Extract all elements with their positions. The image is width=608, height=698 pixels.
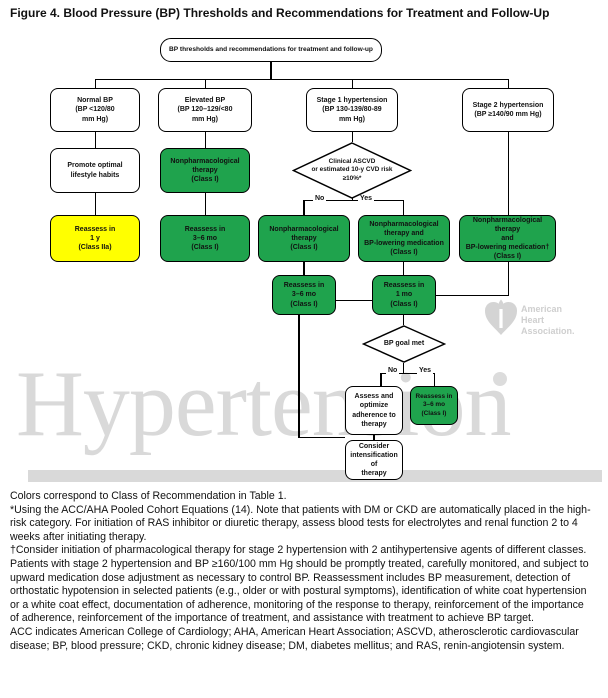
connector-line [94, 193, 96, 215]
connector-line [380, 372, 435, 374]
footnote-asterisk: *Using the ACC/AHA Pooled Cohort Equatio… [10, 503, 591, 543]
connector-line [204, 79, 206, 90]
connector-line [436, 294, 508, 296]
connector-line [94, 79, 96, 90]
connector-line [402, 363, 404, 373]
logo-line2: Heart [521, 315, 545, 325]
node-stage2-hypertension: Stage 2 hypertension (BP ≥140/90 mm Hg) [462, 88, 554, 132]
node-reassess-1mo: Reassess in 1 mo (Class I) [372, 275, 436, 315]
footnote-abbreviations: ACC indicates American College of Cardio… [10, 625, 579, 652]
decision-ascvd-risk: Clinical ASCVD or estimated 10-y CVD ris… [292, 142, 412, 199]
node-reassess-36mo-goalyes: Reassess in 3–6 mo (Class I) [410, 386, 458, 425]
node-nonpharm-plus-medication: Nonpharmacological therapy and BP-loweri… [358, 215, 450, 262]
connector-line [270, 62, 272, 79]
node-promote-lifestyle: Promote optimal lifestyle habits [50, 148, 140, 193]
connector-line [94, 78, 509, 80]
node-elevated-bp: Elevated BP (BP 120–129/<80 mm Hg) [158, 88, 252, 132]
connector-line [507, 132, 509, 215]
aha-logo: American Heart Association. [484, 298, 575, 343]
connector-line [373, 435, 375, 440]
branch-label-no: No [313, 195, 327, 202]
connector-line [204, 132, 206, 148]
aha-logo-text: American Heart Association. [521, 298, 575, 343]
connector-line [94, 132, 96, 148]
logo-line1: American [521, 304, 563, 314]
node-consider-intensification: Consider intensification of therapy [345, 440, 403, 480]
connector-line [402, 315, 404, 325]
connector-line [303, 199, 404, 201]
connector-line [402, 262, 404, 275]
branch-label-yes: Yes [358, 195, 375, 202]
node-nonpharm-plus-medication-stage2: Nonpharmacological therapy and BP-loweri… [459, 215, 556, 262]
node-reassess-36mo-elevated: Reassess in 3–6 mo (Class I) [160, 215, 250, 262]
connector-line [402, 200, 404, 215]
connector-line [507, 79, 509, 90]
logo-line3: Association. [521, 326, 575, 336]
footnote-block: Colors correspond to Class of Recommenda… [10, 490, 594, 653]
connector-line [351, 79, 353, 90]
node-reassess-36mo-nobranch: Reassess in 3–6 mo (Class I) [272, 275, 336, 315]
connector-line [298, 436, 345, 438]
decision-bp-goal-met: BP goal met [362, 325, 446, 363]
connector-line [303, 262, 305, 275]
connector-line [433, 373, 435, 386]
node-stage1-hypertension: Stage 1 hypertension (BP 130-139/80-89 m… [306, 88, 398, 132]
node-nonpharm-therapy-stage1: Nonpharmacological therapy (Class I) [258, 215, 350, 262]
node-reassess-1y: Reassess in 1 y (Class IIa) [50, 215, 140, 262]
gray-dot [493, 372, 507, 386]
connector-line [351, 197, 353, 201]
connector-line [298, 300, 300, 438]
connector-line [380, 373, 382, 386]
connector-line [507, 262, 509, 296]
footnote-dagger: †Consider initiation of pharmacological … [10, 544, 589, 625]
figure-title: Figure 4. Blood Pressure (BP) Thresholds… [10, 6, 550, 20]
node-normal-bp: Normal BP (BP <120/80 mm Hg) [50, 88, 140, 132]
node-root: BP thresholds and recommendations for tr… [160, 38, 382, 62]
connector-line [351, 132, 353, 142]
heart-torch-icon [484, 298, 518, 343]
node-assess-adherence: Assess and optimize adherence to therapy [345, 386, 403, 435]
node-nonpharm-therapy-elevated: Nonpharmacological therapy (Class I) [160, 148, 250, 193]
connector-line [303, 200, 305, 215]
connector-line [204, 193, 206, 215]
branch-label-yes: Yes [417, 367, 434, 374]
divider-bar [28, 470, 602, 482]
footnote-colors: Colors correspond to Class of Recommenda… [10, 490, 287, 502]
branch-label-no: No [386, 367, 400, 374]
